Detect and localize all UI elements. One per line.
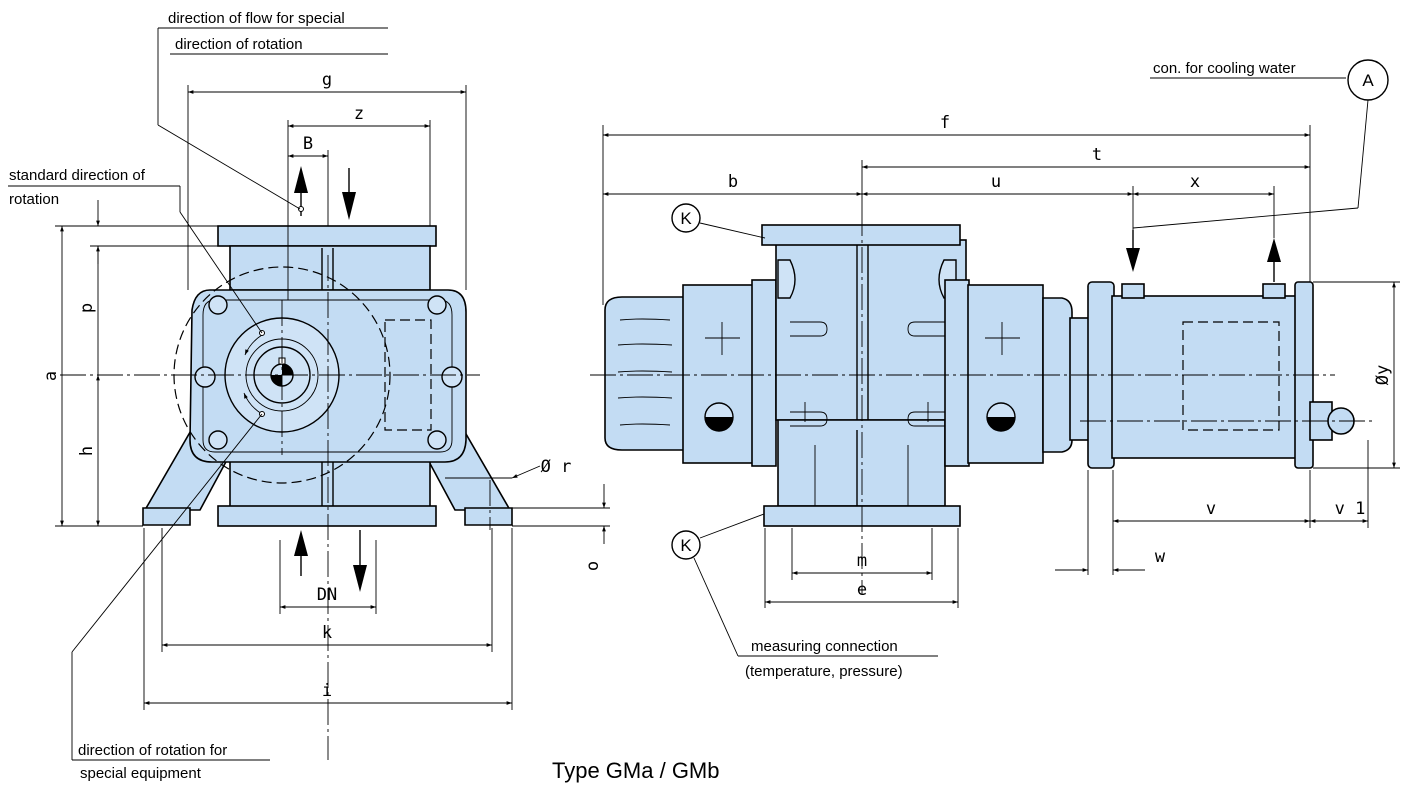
dim-a: a bbox=[41, 371, 61, 381]
dim-B: B bbox=[303, 134, 313, 154]
side-right-end-housing bbox=[967, 284, 1044, 464]
note-special-equipment-2: special equipment bbox=[80, 765, 202, 782]
side-view: f t b u x Øy m e v v 1 w bbox=[590, 113, 1400, 608]
front-bottom-flange bbox=[217, 505, 437, 527]
dim-b: b bbox=[728, 172, 738, 192]
front-view: g z B p a h Ø r o DN k i bbox=[41, 70, 610, 760]
figure-caption: Type GMa / GMb bbox=[552, 758, 720, 783]
dim-x: x bbox=[1190, 172, 1200, 192]
front-annotations: direction of flow for special direction … bbox=[8, 10, 388, 782]
dim-f: f bbox=[940, 113, 950, 133]
dim-y: Øy bbox=[1373, 365, 1393, 385]
dim-v: v bbox=[1206, 499, 1216, 519]
front-top-flange bbox=[217, 225, 437, 247]
side-main-housing bbox=[775, 239, 967, 421]
dim-w: w bbox=[1155, 547, 1166, 567]
svg-text:K: K bbox=[680, 536, 692, 555]
note-cooling-water: con. for cooling water bbox=[1153, 60, 1296, 77]
svg-text:K: K bbox=[680, 209, 692, 228]
dim-e: e bbox=[857, 580, 867, 600]
side-annotations: con. for cooling water A K K measuring c… bbox=[671, 59, 1389, 680]
dim-i: i bbox=[322, 681, 332, 701]
dim-h: h bbox=[77, 446, 97, 456]
dim-u: u bbox=[991, 172, 1001, 192]
note-measuring-1: measuring connection bbox=[751, 638, 898, 655]
dim-z: z bbox=[354, 104, 364, 124]
dim-p: p bbox=[77, 303, 97, 313]
dim-t: t bbox=[1092, 145, 1102, 165]
note-standard-rotation-2: rotation bbox=[9, 191, 59, 208]
dim-r: Ø r bbox=[541, 457, 572, 477]
dim-DN: DN bbox=[317, 585, 337, 605]
svg-text:A: A bbox=[1362, 71, 1374, 90]
note-standard-rotation-1: standard direction of bbox=[9, 167, 146, 184]
dim-v1: v 1 bbox=[1335, 499, 1366, 519]
bubble-K-bottom bbox=[671, 530, 701, 560]
flow-arrows-top bbox=[294, 166, 356, 220]
note-measuring-2: (temperature, pressure) bbox=[745, 663, 903, 680]
dim-k: k bbox=[322, 623, 332, 643]
dim-g: g bbox=[322, 70, 332, 90]
side-left-end-housing bbox=[682, 284, 754, 464]
side-cooling-jacket bbox=[1111, 295, 1297, 459]
flow-arrows-bottom bbox=[294, 530, 367, 592]
note-flow-special-2: direction of rotation bbox=[175, 36, 303, 53]
dim-m: m bbox=[857, 551, 867, 571]
bubble-K-top bbox=[671, 203, 701, 233]
dim-o: o bbox=[583, 561, 603, 571]
note-flow-special-1: direction of flow for special bbox=[168, 10, 345, 27]
note-special-equipment-1: direction of rotation for bbox=[78, 742, 227, 759]
side-gear-cover bbox=[604, 296, 685, 451]
